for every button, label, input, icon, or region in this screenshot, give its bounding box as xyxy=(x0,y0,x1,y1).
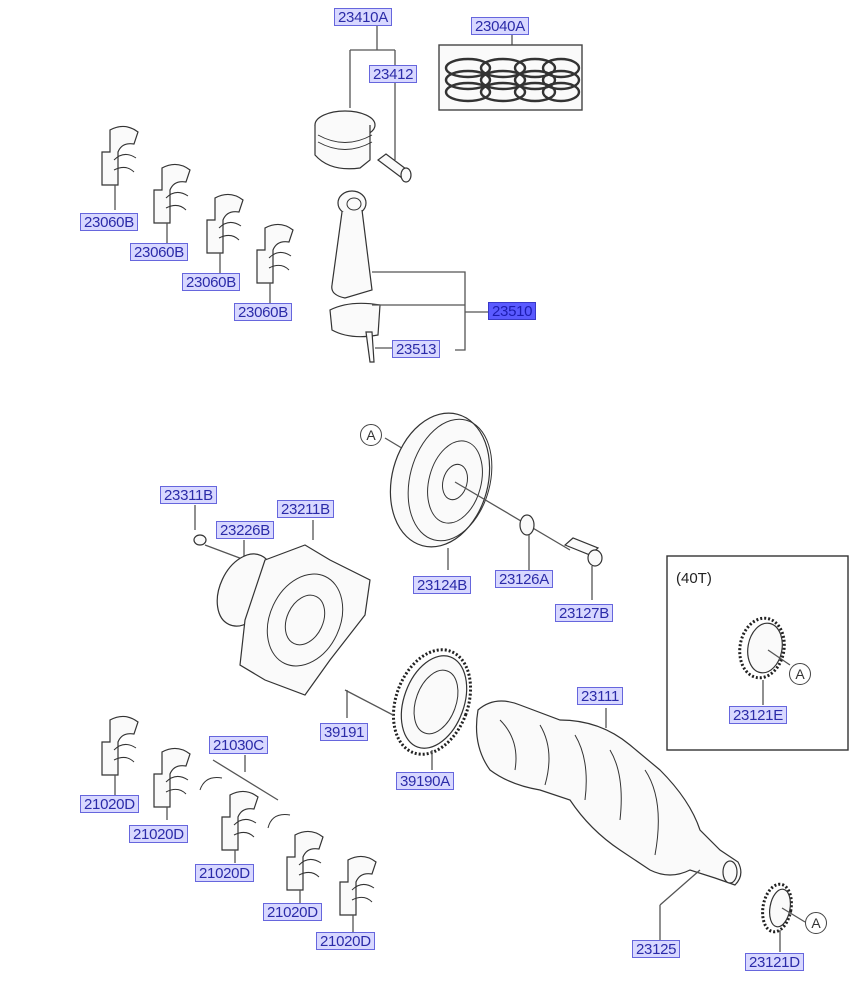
inset-note-40t: (40T) xyxy=(676,570,712,587)
callout-a-sprocket: A xyxy=(805,912,827,934)
variant-inset-box xyxy=(666,555,849,751)
connecting-rod-drawing xyxy=(329,190,488,363)
inset-sprocket-drawing xyxy=(738,616,791,705)
part-label-pulley-bolt[interactable]: 23127B xyxy=(555,604,613,622)
conrod-bearings-drawing xyxy=(101,125,294,303)
part-label-sensor-wheel[interactable]: 39190A xyxy=(396,772,454,790)
part-label-pulley-washer[interactable]: 23126A xyxy=(495,570,553,588)
drive-plate-drawing xyxy=(193,505,371,696)
crank-sprocket-drawing xyxy=(761,882,806,952)
piston-ring-set-drawing xyxy=(438,44,583,111)
callout-a-pulley: A xyxy=(360,424,382,446)
part-label-main-bearing[interactable]: 21020D xyxy=(263,903,322,921)
piston-pin-drawing xyxy=(377,153,412,183)
part-label-main-bearing[interactable]: 21020D xyxy=(316,932,375,950)
part-label-piston-set[interactable]: 23410A xyxy=(334,8,392,26)
callout-a-inset: A xyxy=(789,663,811,685)
part-label-crank-sprocket[interactable]: 23121D xyxy=(745,953,804,971)
part-label-piston-ring-set[interactable]: 23040A xyxy=(471,17,529,35)
part-label-conrod-bearing[interactable]: 23060B xyxy=(182,273,240,291)
part-label-thrust-washer[interactable]: 21030C xyxy=(209,736,268,754)
part-label-conrod-bearing[interactable]: 23060B xyxy=(234,303,292,321)
piston-drawing xyxy=(314,110,376,170)
part-label-main-bearing[interactable]: 21020D xyxy=(195,864,254,882)
part-label-flywheel-plate[interactable]: 23226B xyxy=(216,521,274,539)
crankshaft-drawing xyxy=(475,700,742,942)
part-label-crank-key[interactable]: 23125 xyxy=(632,940,681,958)
part-label-flywheel-bolt[interactable]: 23311B xyxy=(160,486,217,504)
part-label-crankshaft[interactable]: 23111 xyxy=(577,687,623,705)
damper-pulley-drawing xyxy=(384,412,603,600)
part-label-sensor-wheel-pin[interactable]: 39191 xyxy=(320,723,369,741)
part-label-conrod-bolt[interactable]: 23513 xyxy=(392,340,441,358)
part-label-drive-plate[interactable]: 23211B xyxy=(277,500,334,518)
main-bearings-drawing xyxy=(101,715,377,932)
part-label-connecting-rod-selected[interactable]: 23510 xyxy=(488,302,537,320)
part-label-conrod-bearing[interactable]: 23060B xyxy=(130,243,188,261)
part-label-main-bearing[interactable]: 21020D xyxy=(129,825,188,843)
part-label-piston-pin[interactable]: 23412 xyxy=(369,65,418,83)
sensor-wheel-drawing xyxy=(344,648,473,770)
part-label-main-bearing[interactable]: 21020D xyxy=(80,795,139,813)
part-label-sprocket-40t[interactable]: 23121E xyxy=(729,706,787,724)
part-label-conrod-bearing[interactable]: 23060B xyxy=(80,213,138,231)
part-label-damper-pulley[interactable]: 23124B xyxy=(413,576,471,594)
